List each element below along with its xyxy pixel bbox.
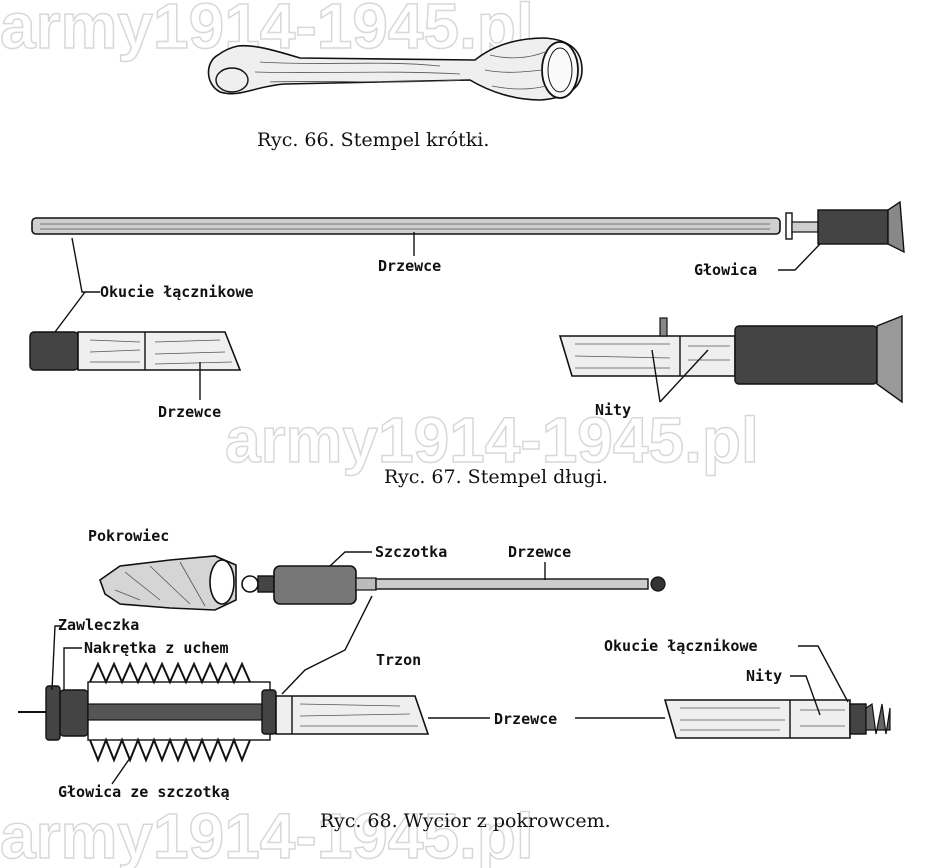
okucie-leader-top [71, 237, 100, 293]
watermark-middle: army1914-1945.pl [225, 404, 759, 476]
label-zawleczka: Zawleczka [58, 616, 139, 634]
label-szczotka: Szczotka [375, 543, 447, 561]
zawleczka-leader [51, 625, 62, 691]
label-nity-67: Nity [595, 401, 631, 419]
label-drzewce-67-bottom: Drzewce [158, 403, 221, 421]
glowica-leader [778, 243, 821, 271]
trzon-leader [281, 595, 373, 695]
label-pokrowiec: Pokrowiec [88, 527, 169, 545]
fig68-caption: Ryc. 68. Wycior z pokrowcem. [320, 810, 611, 832]
watermark-bottom: army1914-1945.pl [0, 800, 534, 868]
rod-end-detail [663, 699, 891, 739]
glowica-szczotka-leader [111, 757, 131, 785]
long-rammer-detail-left [29, 331, 242, 371]
cleaning-rod-drawing [241, 565, 666, 605]
label-trzon: Trzon [376, 651, 421, 669]
label-drzewce-68-mid: Drzewce [494, 710, 557, 728]
fig67-caption: Ryc. 67. Stempel długi. [384, 466, 608, 488]
label-glowica-67: Głowica [694, 261, 757, 279]
label-okucie-68: Okucie łącznikowe [604, 637, 758, 655]
label-drzewce-67-top: Drzewce [378, 257, 441, 275]
nity-leader-68 [790, 675, 821, 716]
long-rammer-drawing [31, 200, 905, 254]
label-nity-68: Nity [746, 667, 782, 685]
label-nakretka: Nakrętka z uchem [84, 639, 229, 657]
long-rammer-detail-right [558, 314, 903, 404]
cover-drawing [99, 555, 237, 611]
label-okucie-67: Okucie łącznikowe [100, 283, 254, 301]
szczotka-leader [329, 551, 372, 567]
okucie-leader-bottom [54, 291, 86, 333]
nity-leader-67 [651, 349, 709, 403]
label-glowica-szczotka: Głowica ze szczotką [58, 783, 230, 801]
short-rammer-drawing [207, 37, 583, 101]
okucie-leader-68 [798, 645, 849, 703]
fig66-caption: Ryc. 66. Stempel krótki. [257, 129, 489, 151]
brush-head-detail [18, 661, 430, 763]
nakretka-leader [63, 647, 82, 690]
label-drzewce-68-top: Drzewce [508, 543, 571, 561]
